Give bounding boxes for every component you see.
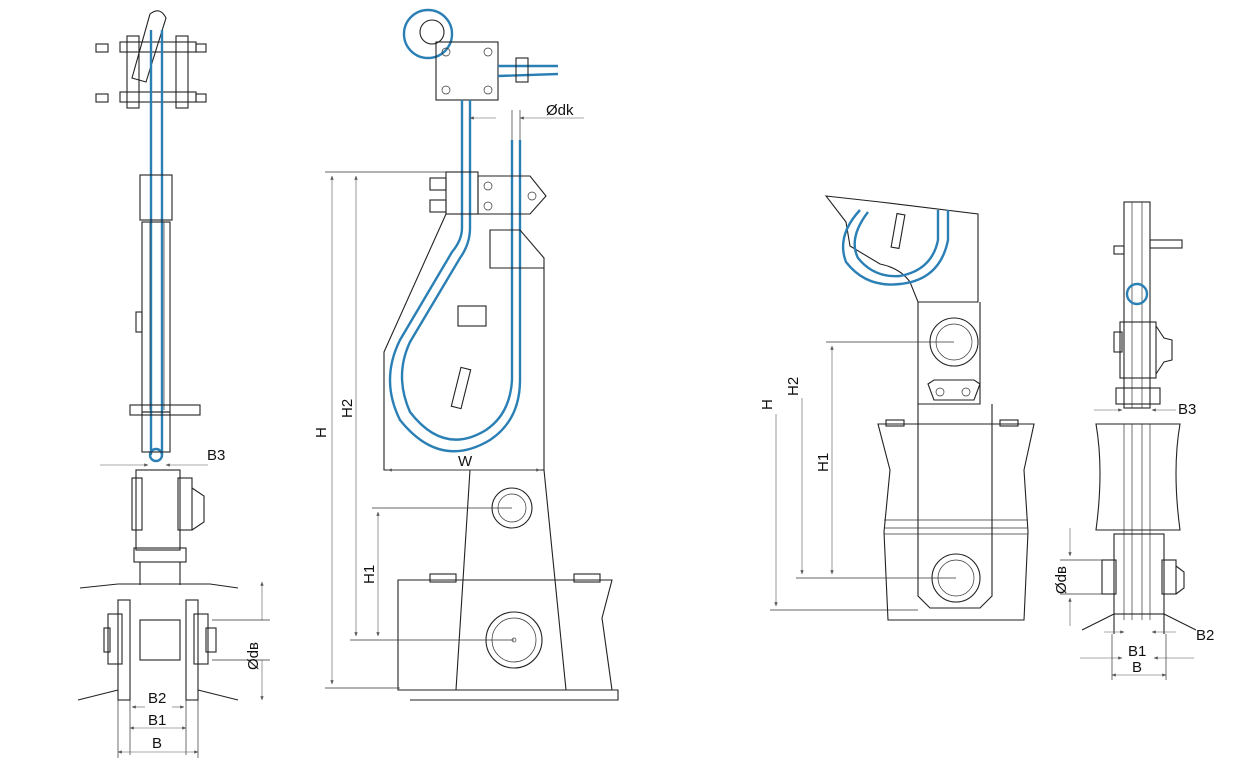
- dim-label-w: W: [458, 453, 473, 470]
- dim-label-od: Ødв: [245, 642, 262, 670]
- dim-label-b3: B3: [207, 447, 225, 464]
- front-view-right: H1 H2 H: [759, 195, 1035, 621]
- dim-label-b2: B2: [148, 690, 166, 707]
- dimensions-view4: B3 Ødв B2 B1 B: [1053, 401, 1214, 680]
- rod: [129, 30, 201, 463]
- upper-bracket: [429, 171, 547, 215]
- front-view-center: Ødk H H2 W H1: [313, 8, 619, 701]
- dim-label-h1: H1: [361, 565, 378, 584]
- dim-label-b2: B2: [1196, 627, 1214, 644]
- lower-wheel: [877, 404, 1035, 621]
- dim-label-h: H: [313, 427, 330, 438]
- side-lower: [1081, 423, 1197, 634]
- dim-label-b3: B3: [1178, 401, 1196, 418]
- dimensions-view3: H1 H2 H: [759, 341, 956, 611]
- side-view-left: B3 Ødв B2 B1 B: [77, 10, 270, 758]
- dim-label-h: H: [759, 399, 776, 410]
- dim-label-b: B: [1132, 659, 1142, 676]
- hinge-body: [131, 469, 205, 585]
- top-clamp: [95, 10, 207, 109]
- dim-label-b1: B1: [1128, 643, 1146, 660]
- wire-run: [388, 100, 522, 453]
- dimensions-view2: Ødk H H2 W H1: [313, 102, 584, 689]
- dim-label-odk: Ødk: [546, 102, 574, 119]
- bottom-wheel: [397, 573, 619, 701]
- dim-label-b: B: [152, 735, 162, 752]
- dimensions-view1: B3 Ødв B2 B1 B: [100, 447, 270, 758]
- top-eye-clamp: [402, 8, 559, 101]
- dim-label-h1: H1: [815, 453, 832, 472]
- dim-label-b1: B1: [148, 712, 166, 729]
- dim-label-h2: H2: [785, 377, 802, 396]
- main-plate: [383, 213, 567, 691]
- side-upper: [1113, 201, 1183, 409]
- dim-label-od: Ødв: [1053, 566, 1070, 594]
- upper-pulley: [824, 195, 981, 405]
- side-view-right: B3 Ødв B2 B1 B: [1053, 201, 1214, 680]
- dim-label-h2: H2: [339, 399, 356, 418]
- bottom-assembly: [77, 583, 239, 755]
